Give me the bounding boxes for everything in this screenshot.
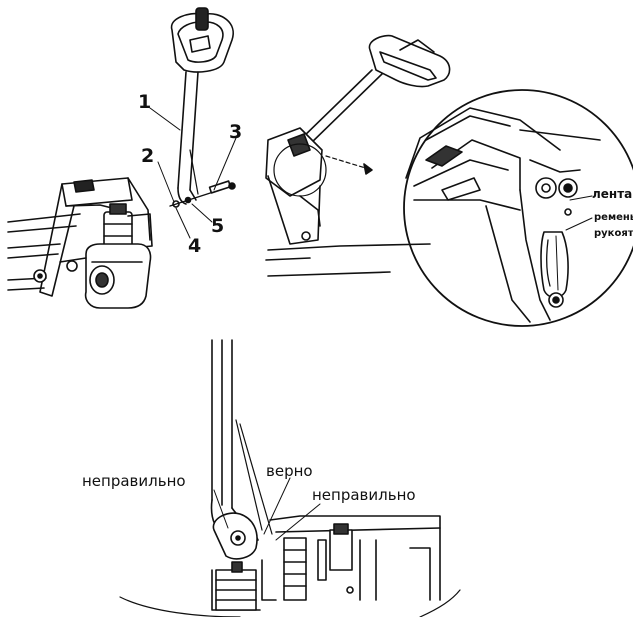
callout-tape: лента <box>592 187 632 201</box>
figure-2-belt-detail <box>265 34 633 327</box>
figure-2-callouts: лента ремень рукоятки <box>592 187 633 239</box>
part-number-1: 1 <box>138 91 151 113</box>
figure-1-handle-assembly <box>7 7 237 309</box>
figure-3-belt-routing <box>119 339 461 617</box>
part-number-2: 2 <box>141 145 154 167</box>
figure-1-part-numbers: 1 2 3 4 5 <box>138 91 242 257</box>
part-number-5: 5 <box>211 215 224 237</box>
label-wrong-right: неправильно <box>312 486 416 504</box>
part-number-3: 3 <box>229 121 242 143</box>
part-number-4: 4 <box>188 235 201 257</box>
label-correct: верно <box>266 462 313 480</box>
callout-handle: рукоятки <box>594 228 633 239</box>
callout-belt: ремень <box>594 212 633 223</box>
label-wrong-left: неправильно <box>82 472 186 490</box>
figure-3-labels: неправильно верно неправильно <box>82 462 416 504</box>
